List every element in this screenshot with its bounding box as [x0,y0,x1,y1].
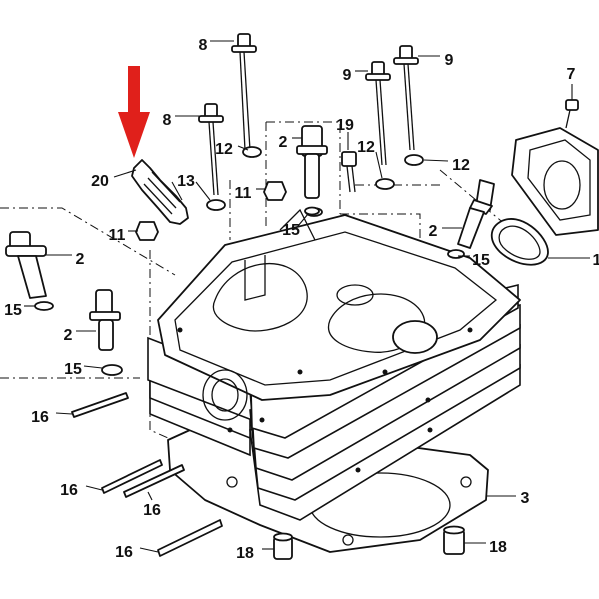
red-indicator-arrow [118,66,150,158]
assembly-dash-lines [0,121,541,471]
bolt-19 [341,132,357,193]
bolt-8-short [175,103,224,196]
callout-c12b: 12 [357,139,375,156]
callout-c16d: 16 [115,544,133,561]
callout-c2c: 2 [76,251,85,268]
bolt-9-left [355,61,391,166]
callout-c7: 7 [567,66,576,83]
callout-c19: 19 [336,117,354,134]
callout-c9b: 9 [445,52,454,69]
callout-c2a: 2 [279,134,288,151]
valve-guide-upper [292,125,328,217]
callout-c15b: 15 [472,252,490,269]
callout-c12c: 12 [452,157,470,174]
valve-guide-right [442,179,495,259]
valve-guide-left-lower [76,289,123,376]
callout-c15c: 15 [4,302,22,319]
callout-c12a: 12 [215,141,233,158]
callout-c18b: 18 [489,539,507,556]
callout-c11b: 11 [109,227,126,244]
valve-seals-15-small [297,206,320,227]
callout-c9a: 9 [343,67,352,84]
callout-c13: 13 [177,173,195,190]
callout-c8a: 8 [199,37,208,54]
callout-c8b: 8 [163,112,172,129]
callout-c18a: 18 [236,545,254,562]
spark-plug-20 [113,159,189,225]
callout-c3: 3 [521,490,530,507]
stud-bolts-16 [55,392,223,557]
nuts-11 [128,181,287,241]
callout-c16a: 16 [31,409,49,426]
callout-c20: 20 [91,173,109,190]
callout-c16c: 16 [143,502,161,519]
callout-c2d: 2 [64,327,73,344]
callout-c2b: 2 [429,223,438,240]
callout-c15a: 15 [282,222,300,239]
valve-guide-left-upper [5,231,72,311]
cover-7 [511,84,599,236]
callout-c16b: 16 [60,482,78,499]
bolt-9-right [393,45,440,151]
callout-c1: 1 [593,252,599,269]
bolt-8-long [210,33,257,151]
washers-12 [195,145,449,211]
dowel-pins-18 [262,525,486,560]
o-ring-1 [490,218,590,266]
callout-c15d: 15 [64,361,82,378]
callout-c11a: 11 [235,185,252,202]
cylinder-head [147,208,521,521]
